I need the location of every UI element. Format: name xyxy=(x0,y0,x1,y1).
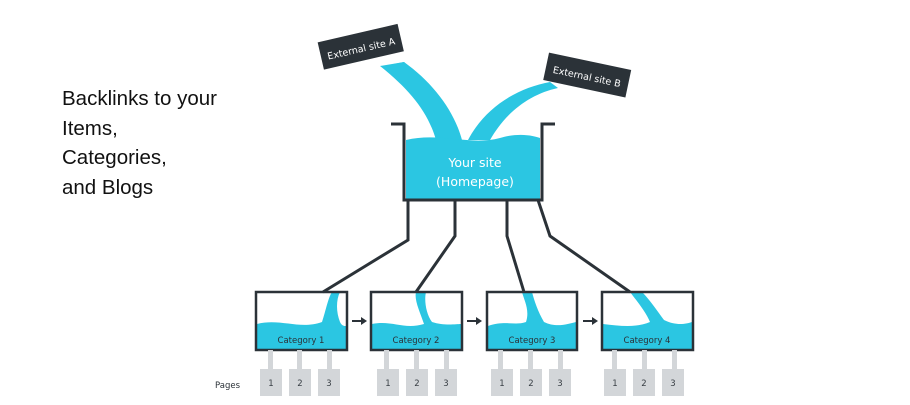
page-number: 2 xyxy=(414,379,419,389)
homepage-title: Your site xyxy=(447,155,502,170)
homepage-subtitle: (Homepage) xyxy=(436,174,514,189)
arrow-icon xyxy=(467,317,482,325)
page-number: 2 xyxy=(641,379,646,389)
homepage-bucket-outline xyxy=(391,122,555,202)
page-box xyxy=(406,369,428,396)
stream-external-b xyxy=(468,82,558,140)
page-number: 2 xyxy=(297,379,302,389)
page-boxes xyxy=(260,369,684,396)
stream-external-a-tail xyxy=(380,62,460,140)
category-2-label: Category 2 xyxy=(393,336,440,346)
homepage-water xyxy=(406,134,540,200)
page-number: 1 xyxy=(385,379,390,389)
page-box xyxy=(435,369,457,396)
pipe-to-category-1 xyxy=(322,200,410,294)
pipe-to-category-4 xyxy=(536,199,631,294)
page-box xyxy=(377,369,399,396)
page-number: 1 xyxy=(499,379,504,389)
caption-line: Categories, xyxy=(62,146,167,169)
category-1-label: Category 1 xyxy=(278,336,325,346)
page-number: 1 xyxy=(268,379,273,389)
caption-line: and Blogs xyxy=(62,175,154,199)
page-box xyxy=(549,369,571,396)
pipe-to-category-3 xyxy=(505,200,526,293)
category-4-label: Category 4 xyxy=(624,336,671,346)
page-box xyxy=(491,369,513,396)
caption-line: Backlinks to your xyxy=(62,87,217,110)
pages-label: Pages xyxy=(215,381,241,391)
page-box xyxy=(289,369,311,396)
page-box xyxy=(604,369,626,396)
category-3-label: Category 3 xyxy=(509,336,556,346)
category-4-box xyxy=(600,290,695,352)
external-site-a-box xyxy=(317,23,404,70)
page-number: 3 xyxy=(443,379,448,389)
page-box xyxy=(633,369,655,396)
caption-line: Items, xyxy=(62,116,118,140)
page-box xyxy=(318,369,340,396)
arrow-icon xyxy=(583,317,598,325)
page-connectors xyxy=(268,350,677,370)
side-caption: Backlinks to your Items, Categories, and… xyxy=(62,84,217,202)
arrow-icon xyxy=(352,317,367,325)
page-number: 1 xyxy=(612,379,617,389)
page-number: 3 xyxy=(326,379,331,389)
page-box xyxy=(520,369,542,396)
page-number: 2 xyxy=(528,379,533,389)
page-number: 3 xyxy=(670,379,675,389)
pipe-to-category-2 xyxy=(414,200,457,293)
page-box xyxy=(260,369,282,396)
page-number: 3 xyxy=(557,379,562,389)
external-site-b-box xyxy=(543,52,632,98)
page-box xyxy=(662,369,684,396)
